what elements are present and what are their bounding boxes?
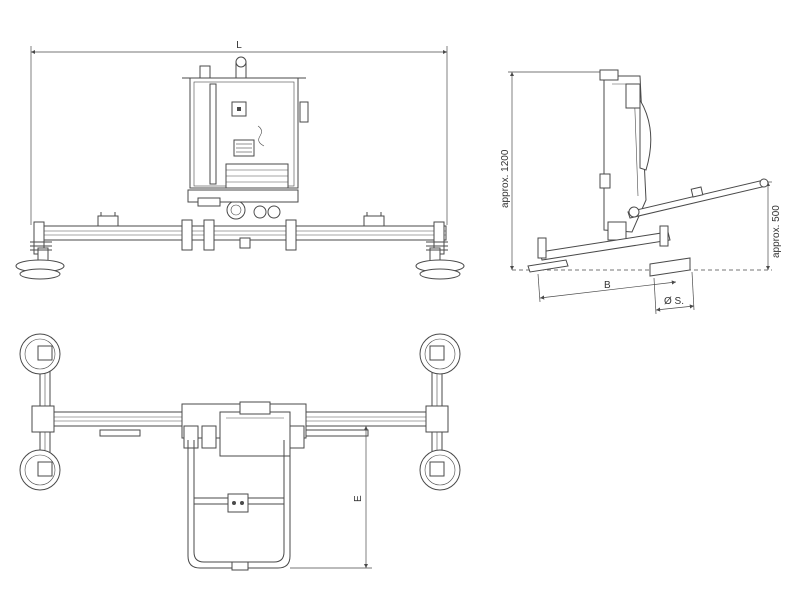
dimension-l: L — [30, 40, 448, 225]
top-view: E — [19, 333, 461, 571]
dimension-e: E — [290, 426, 372, 569]
side-base-arm — [527, 225, 691, 277]
beam-clamps — [97, 212, 385, 227]
right-cross-arm — [419, 333, 461, 491]
top-handle-loop — [187, 440, 291, 571]
dimension-pad-label: Ø S. — [664, 296, 684, 307]
dimension-height-label: approx. 1200 — [500, 149, 511, 208]
dimension-pad: Ø S. — [653, 271, 695, 315]
left-cross-arm — [19, 333, 61, 491]
top-control-unit — [181, 401, 307, 457]
left-suction-pad-front — [15, 221, 65, 280]
dimension-base: B — [537, 273, 677, 303]
dimension-e-label: E — [353, 495, 364, 502]
dimension-handle-height-label: approx. 500 — [771, 205, 782, 258]
side-column — [599, 69, 652, 241]
dimension-base-label: B — [604, 280, 611, 291]
side-handle — [627, 178, 769, 219]
center-supports — [181, 219, 297, 251]
front-view: L — [15, 40, 465, 280]
dimension-handle-height: approx. 500 — [760, 181, 782, 270]
right-suction-pad-front — [415, 221, 465, 280]
side-view: approx. 1200 approx. 500 — [500, 69, 782, 315]
control-box — [182, 56, 309, 220]
dimension-height: approx. 1200 — [500, 71, 608, 270]
dimension-l-label: L — [236, 40, 242, 51]
